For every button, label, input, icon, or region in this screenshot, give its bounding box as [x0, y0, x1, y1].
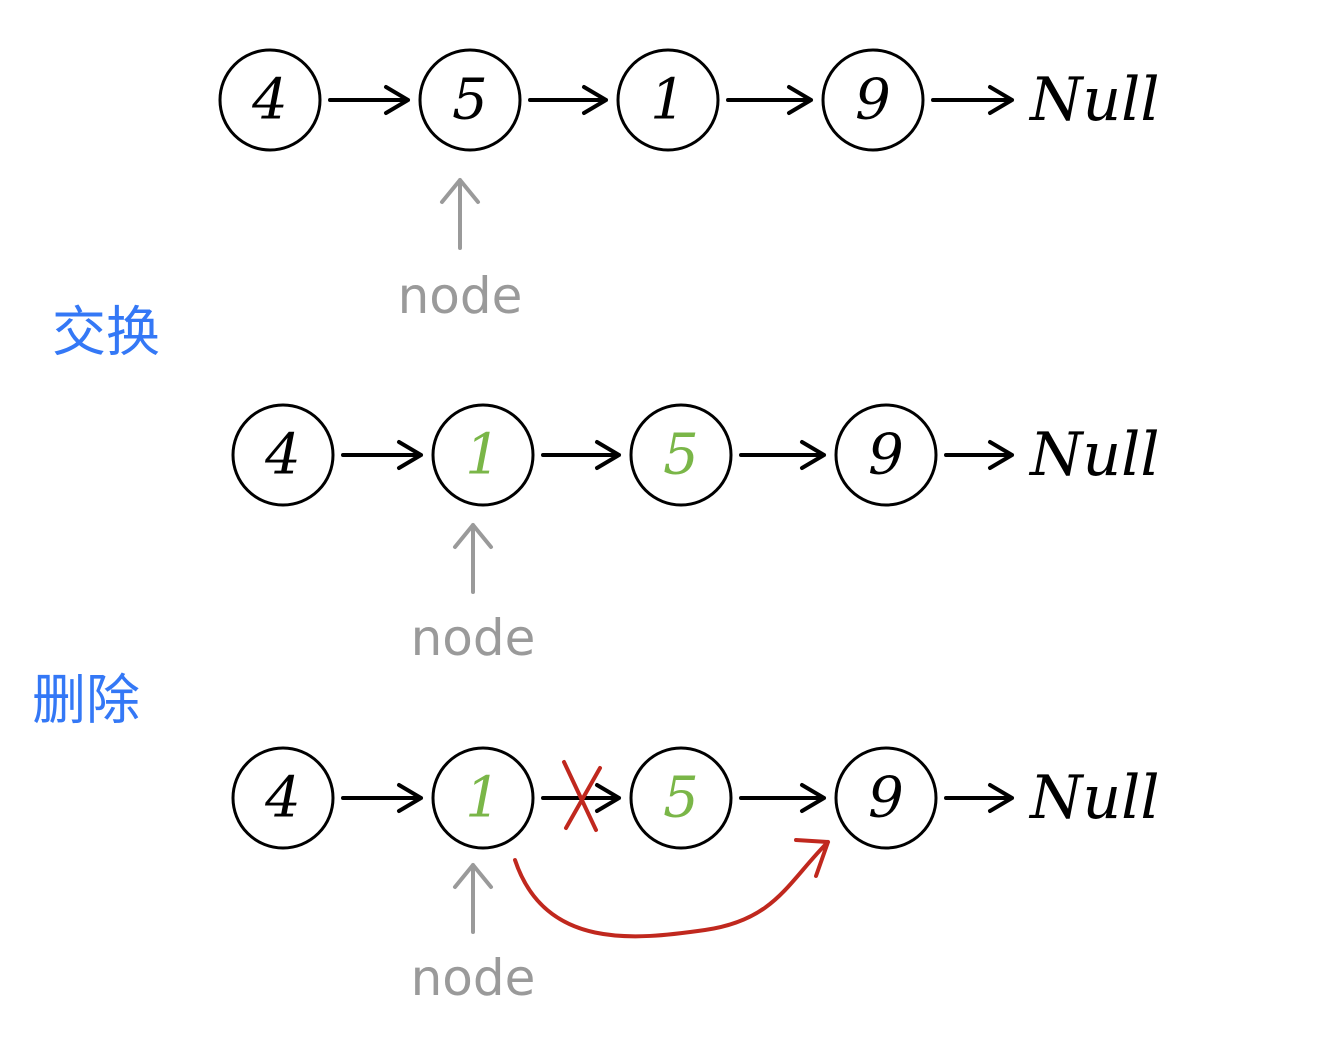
- node-circle: [418, 48, 522, 152]
- next-link-arrow: [726, 85, 813, 115]
- list-node: 5: [629, 746, 733, 850]
- list-node: 9: [821, 48, 925, 152]
- node-pointer-arrow: [440, 178, 480, 250]
- node-circle: [231, 746, 335, 850]
- node-circle: [834, 746, 938, 850]
- next-link-arrow: [528, 85, 608, 115]
- node-circle: [629, 746, 733, 850]
- list-node: 5: [418, 48, 522, 152]
- swap-step-label: 交换: [52, 301, 160, 364]
- list-node: 9: [834, 746, 938, 850]
- next-link-arrow: [541, 440, 621, 470]
- node-circle: [629, 403, 733, 507]
- node-circle: [821, 48, 925, 152]
- null-terminal: Null: [1028, 420, 1160, 490]
- node-circle: [431, 746, 535, 850]
- node-value: 9: [868, 766, 904, 831]
- row-delete: 删除 4 1 5 9 Null node: [32, 669, 1160, 1008]
- list-node: 5: [629, 403, 733, 507]
- null-link-arrow: [944, 783, 1014, 813]
- list-node: 4: [218, 48, 322, 152]
- node-circle: [431, 403, 535, 507]
- list-node: 1: [431, 403, 535, 507]
- node-value: 5: [452, 68, 488, 133]
- node-value: 1: [465, 766, 501, 831]
- next-link-arrow: [328, 85, 410, 115]
- node-circle: [616, 48, 720, 152]
- list-node: 1: [616, 48, 720, 152]
- node-value: 9: [855, 68, 891, 133]
- list-node: 9: [834, 403, 938, 507]
- node-circle: [231, 403, 335, 507]
- node-circle: [834, 403, 938, 507]
- next-link-arrow: [341, 783, 423, 813]
- row-original: 4 5 1 9 Null node: [218, 48, 1160, 325]
- node-value: 4: [264, 423, 301, 488]
- node-circle: [218, 48, 322, 152]
- null-link-arrow: [931, 85, 1014, 115]
- node-pointer-label: node: [411, 949, 536, 1007]
- node-pointer-arrow: [453, 863, 493, 934]
- bypass-link-arrow: [513, 838, 830, 939]
- node-pointer-label: node: [398, 267, 523, 325]
- node-value: 1: [650, 68, 686, 133]
- list-node: 4: [231, 403, 335, 507]
- node-pointer-label: node: [411, 609, 536, 667]
- list-node: 4: [231, 746, 335, 850]
- crossed-link-mark: [562, 760, 602, 832]
- delete-step-label: 删除: [32, 669, 140, 732]
- row-swap: 交换 4 1 5 9 Null node: [52, 301, 1160, 668]
- node-value: 9: [868, 423, 904, 488]
- next-link-arrow: [739, 440, 826, 470]
- next-link-arrow: [341, 440, 423, 470]
- node-pointer-arrow: [453, 523, 493, 594]
- node-value: 4: [264, 766, 301, 831]
- node-value: 5: [663, 766, 699, 831]
- null-terminal: Null: [1028, 763, 1160, 833]
- node-value: 1: [465, 423, 501, 488]
- null-link-arrow: [944, 440, 1014, 470]
- null-terminal: Null: [1028, 65, 1160, 135]
- node-value: 5: [663, 423, 699, 488]
- list-node: 1: [431, 746, 535, 850]
- next-link-arrow: [739, 783, 826, 813]
- node-value: 4: [251, 68, 288, 133]
